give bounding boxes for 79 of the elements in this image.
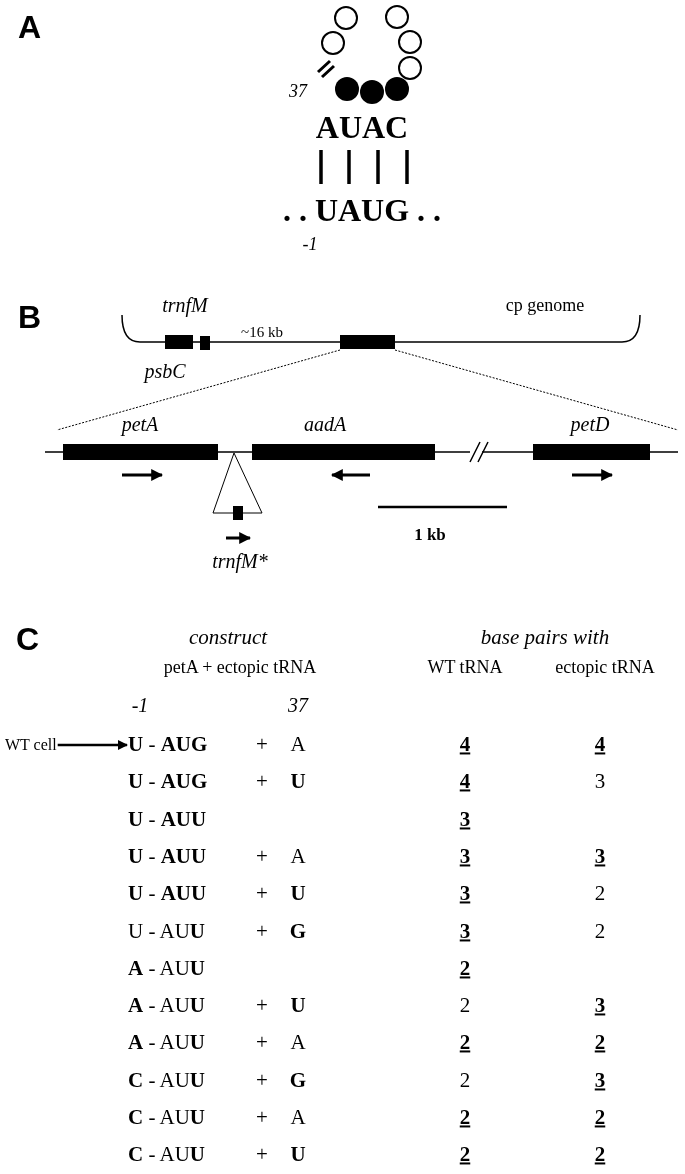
- pair-count: 2: [594, 919, 606, 944]
- nucleotide: A: [290, 845, 306, 869]
- construct-sequence: A - AUU: [128, 994, 205, 1018]
- plus-sign: +: [256, 1143, 268, 1167]
- nucleotide: G: [289, 919, 307, 944]
- gene-label: petD: [570, 413, 610, 435]
- gene-label: trnfM*: [212, 550, 268, 572]
- construct-sequence: U - AUU: [128, 882, 207, 906]
- pair-count: 2: [459, 1106, 471, 1130]
- genome-label: cp genome: [505, 296, 585, 316]
- pair-count: 3: [459, 845, 471, 869]
- pair-count: 2: [594, 1143, 606, 1167]
- pair-count: 3: [594, 845, 606, 869]
- position-number: -1: [131, 694, 149, 716]
- pair-count: 3: [594, 1069, 606, 1093]
- plus-sign: +: [256, 994, 268, 1018]
- plus-sign: +: [256, 845, 268, 869]
- plus-sign: +: [256, 882, 268, 906]
- arrow: [57, 740, 128, 750]
- nucleotide: U: [290, 994, 306, 1018]
- gene-label: psbC: [144, 360, 186, 382]
- pair-count: 2: [459, 1143, 471, 1167]
- nucleotide: A: [290, 1106, 306, 1130]
- construct-sequence: C - AUU: [128, 1106, 205, 1130]
- construct-sequence: U - AUU: [128, 919, 205, 944]
- pair-count: 4: [459, 770, 471, 794]
- pair-count: 2: [459, 1031, 471, 1055]
- pair-count: 4: [459, 733, 471, 757]
- gene-label: trnfM: [162, 294, 208, 316]
- construct-sequence: U - AUG: [128, 733, 208, 757]
- anticodon-sequence: AUAC: [315, 110, 409, 146]
- column-heading: base pairs with: [480, 626, 610, 650]
- column-heading: WT tRNA: [427, 658, 503, 678]
- gene-label: aadA: [303, 413, 347, 435]
- pair-count: 2: [459, 994, 471, 1018]
- panel-letter: B: [18, 300, 42, 336]
- nucleotide: G: [289, 1069, 307, 1093]
- pair-count: 4: [594, 733, 606, 757]
- row-label: WT cell: [5, 736, 57, 754]
- plus-sign: +: [256, 770, 268, 794]
- construct-sequence: A - AUU: [128, 1031, 205, 1055]
- panel-letter: A: [18, 10, 42, 46]
- nucleotide: U: [290, 1143, 306, 1167]
- pair-count: 2: [594, 882, 606, 906]
- construct-sequence: U - AUU: [128, 845, 207, 869]
- pair-count: 2: [594, 1106, 606, 1130]
- construct-sequence: U - AUU: [128, 808, 207, 832]
- pair-count: 3: [459, 919, 471, 944]
- plus-sign: +: [256, 1106, 268, 1130]
- pair-count: 3: [459, 882, 471, 906]
- codon-sequence: . . UAUG . .: [282, 193, 442, 229]
- panel-letter: C: [16, 622, 40, 658]
- nucleotide: U: [290, 882, 306, 906]
- scale-label: 1 kb: [414, 525, 446, 545]
- nucleotide: A: [290, 733, 306, 757]
- pair-count: 2: [459, 1069, 471, 1093]
- nucleotide: A: [290, 1031, 306, 1055]
- column-heading: petA + ectopic tRNA: [163, 658, 317, 678]
- construct-sequence: U - AUG: [128, 770, 208, 794]
- construct-sequence: C - AUU: [128, 1143, 205, 1167]
- position-number: 37: [288, 694, 308, 716]
- pair-count: 2: [594, 1031, 606, 1055]
- plus-sign: +: [256, 1069, 268, 1093]
- pair-count: 2: [459, 957, 471, 981]
- pair-count: 3: [594, 770, 606, 794]
- gene-label: petA: [121, 413, 159, 435]
- nucleotide: U: [290, 770, 306, 794]
- plus-sign: +: [256, 919, 268, 944]
- construct-sequence: A - AUU: [128, 957, 205, 981]
- pair-count: 3: [594, 994, 606, 1018]
- plus-sign: +: [256, 733, 268, 757]
- plus-sign: +: [256, 1031, 268, 1055]
- pair-count: 3: [459, 808, 471, 832]
- construct-sequence: C - AUU: [128, 1069, 205, 1093]
- column-heading: construct: [188, 626, 268, 650]
- position-number: 37: [289, 82, 307, 102]
- distance-label: ~16 kb: [241, 323, 283, 341]
- column-heading: ectopic tRNA: [555, 658, 655, 678]
- position-number: -1: [302, 235, 318, 255]
